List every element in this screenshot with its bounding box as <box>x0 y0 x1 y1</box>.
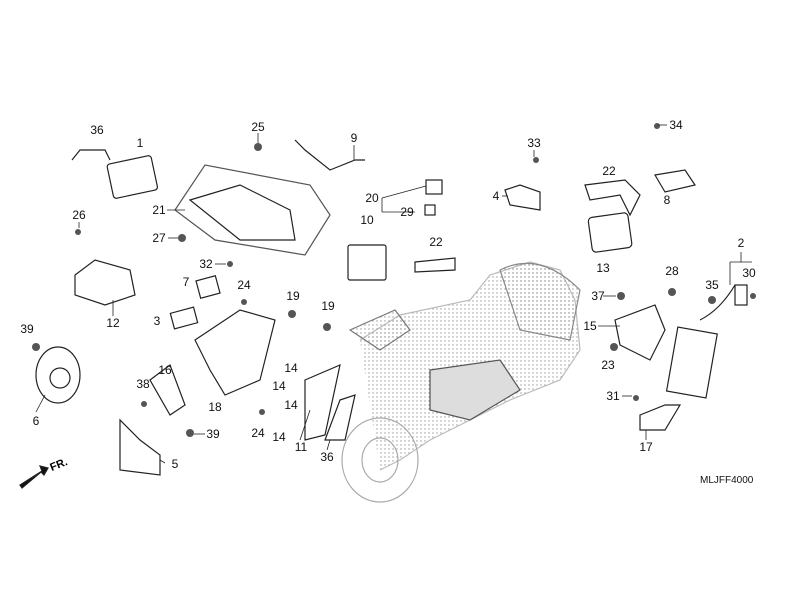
callout-14: 14 <box>284 398 298 412</box>
callout-21: 21 <box>152 203 166 217</box>
callout-8: 8 <box>663 193 671 207</box>
callout-38: 38 <box>136 377 150 391</box>
callout-19: 19 <box>321 299 335 313</box>
motorcycle-outline <box>341 261 581 503</box>
callout-36: 36 <box>320 450 334 464</box>
callout-17: 17 <box>639 440 653 454</box>
callout-39: 39 <box>20 322 34 336</box>
callout-2: 2 <box>737 236 745 250</box>
callout-14: 14 <box>284 361 298 375</box>
callout-13: 13 <box>596 261 610 275</box>
callout-9: 9 <box>350 131 358 145</box>
callout-32: 32 <box>199 257 213 271</box>
part-36-bracket <box>71 149 111 161</box>
callout-7: 7 <box>182 275 190 289</box>
callout-29: 29 <box>400 205 414 219</box>
callout-3: 3 <box>153 314 161 328</box>
callout-23: 23 <box>601 358 615 372</box>
callout-25: 25 <box>251 120 265 134</box>
callout-18: 18 <box>208 400 222 414</box>
callout-16: 16 <box>158 363 172 377</box>
callout-10: 10 <box>360 213 374 227</box>
callout-24: 24 <box>251 426 265 440</box>
callout-34: 34 <box>669 118 683 132</box>
callout-37: 37 <box>591 289 605 303</box>
callout-30: 30 <box>742 266 756 280</box>
callout-33: 33 <box>527 136 541 150</box>
callout-14: 14 <box>272 379 286 393</box>
callout-35: 35 <box>705 278 719 292</box>
callout-20: 20 <box>365 191 379 205</box>
callout-6: 6 <box>32 414 40 428</box>
callout-31: 31 <box>606 389 620 403</box>
callout-14: 14 <box>272 430 286 444</box>
front-arrow-icon <box>19 465 49 489</box>
callout-19: 19 <box>286 289 300 303</box>
callout-11: 11 <box>294 440 308 454</box>
diagram-code: MLJFF4000 <box>700 475 754 486</box>
callout-26: 26 <box>72 208 86 222</box>
callout-4: 4 <box>492 189 500 203</box>
callout-1: 1 <box>136 136 144 150</box>
callout-22: 22 <box>602 164 616 178</box>
part-1-module <box>106 155 159 199</box>
part-21-bracket <box>174 164 331 256</box>
callout-22: 22 <box>429 235 443 249</box>
part-10-ecu <box>347 244 387 281</box>
callout-5: 5 <box>171 457 179 471</box>
callout-36: 36 <box>90 123 104 137</box>
callout-28: 28 <box>665 264 679 278</box>
callout-39: 39 <box>206 427 220 441</box>
callout-15: 15 <box>583 319 597 333</box>
callout-27: 27 <box>152 231 166 245</box>
callout-24: 24 <box>237 278 251 292</box>
callout-12: 12 <box>106 316 120 330</box>
